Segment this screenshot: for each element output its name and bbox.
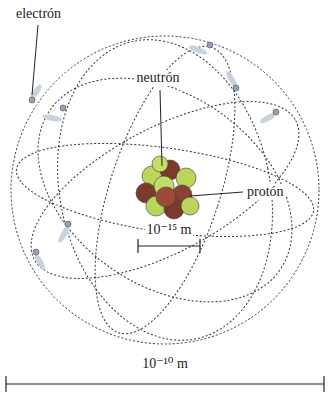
orbit [0, 32, 330, 348]
dimension-label: 10⁻¹⁰ m [140, 356, 190, 372]
orbit [5, 66, 325, 314]
dimension-brackets [6, 239, 324, 392]
part-label: neutrón [135, 70, 182, 86]
orbit [31, 19, 300, 360]
nucleus [136, 156, 199, 219]
orbit [66, 30, 263, 349]
electrons [28, 42, 279, 271]
orbit [11, 128, 320, 253]
dimension-label: 10⁻¹⁵ m [145, 222, 194, 238]
leader-lines [32, 25, 243, 196]
part-label: protón [245, 184, 286, 200]
orbits [0, 19, 330, 360]
atom-boundary [11, 36, 319, 344]
part-label: electrón [14, 6, 63, 22]
